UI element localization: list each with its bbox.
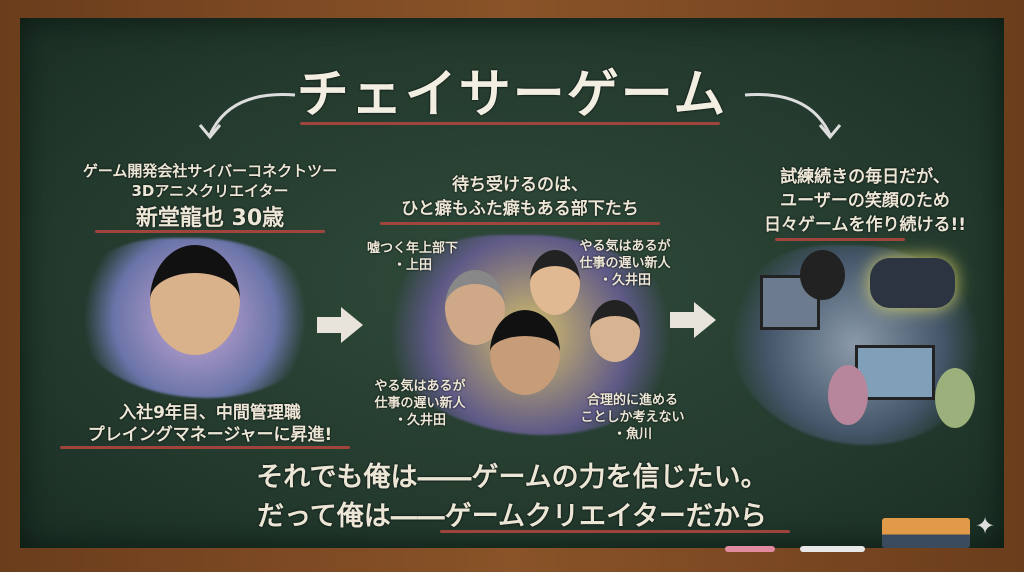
- shindo-figure: [490, 310, 560, 395]
- label-text: やる気はあるが: [579, 239, 671, 254]
- role-line: 3Dアニメクリエイター: [131, 182, 289, 200]
- title: チェイサーゲーム: [296, 64, 728, 125]
- name-underline: [95, 230, 325, 233]
- developer-figure: [800, 250, 845, 300]
- child-boy-figure: [935, 368, 975, 428]
- kuida-figure: [530, 250, 580, 315]
- label-kuida-bottom: やる気はあるが仕事の遅い新人・久井田: [365, 378, 475, 429]
- white-chalk: [800, 546, 865, 552]
- label-text: ・久井田: [393, 413, 446, 428]
- right-line-2: ユーザーの笑顔のため: [780, 191, 950, 211]
- bottom-line-1: 入社9年目、中間管理職: [119, 403, 301, 423]
- label-text: ことしか考えない: [580, 410, 685, 425]
- uokawa-figure: [590, 300, 640, 362]
- company-line: ゲーム開発会社サイバーコネクトツー: [82, 162, 338, 180]
- label-text: 仕事の遅い新人: [374, 396, 466, 411]
- chalk-eraser: [882, 518, 970, 548]
- bottom-line-2: プレイングマネージャーに昇進!: [87, 425, 333, 445]
- label-uokawa: 合理的に進めることしか考えない・魚川: [575, 392, 690, 443]
- closing-line-2: だって俺は――ゲームクリエイターだから: [257, 501, 767, 532]
- right-line-1: 試練続きの毎日だが、: [780, 167, 950, 187]
- closing-line-1: それでも俺は――ゲームの力を信じたい。: [256, 462, 768, 493]
- promotion-underline: [60, 446, 350, 449]
- right-line-3: 日々ゲームを作り続ける!!: [764, 215, 966, 235]
- tv-illustration: [855, 345, 935, 400]
- label-ueda: 嘘つく年上部下・上田: [360, 240, 465, 274]
- middle-underline: [380, 222, 660, 225]
- title-underline: [300, 122, 720, 125]
- curved-arrow-right-icon: [744, 93, 842, 140]
- protagonist-face: [150, 245, 240, 355]
- label-text: ・久井田: [598, 273, 651, 288]
- child-girl-figure: [828, 365, 868, 425]
- middle-line-2: ひと癖もふた癖もある部下たち: [401, 199, 639, 219]
- label-kuida-top: やる気はあるが仕事の遅い新人・久井田: [570, 238, 680, 289]
- label-text: 嘘つく年上部下: [366, 241, 458, 256]
- middle-line-1: 待ち受けるのは、: [452, 175, 588, 195]
- game-controller-icon: [870, 258, 955, 308]
- arrow-right-icon: [317, 307, 363, 343]
- sparkle-icon: ✦: [975, 512, 996, 540]
- label-text: 合理的に進める: [586, 393, 678, 408]
- label-text: ・上田: [392, 258, 432, 273]
- curved-arrow-left-icon: [198, 93, 296, 140]
- label-text: 仕事の遅い新人: [579, 256, 671, 271]
- label-text: やる気はあるが: [374, 379, 466, 394]
- closing-underline: [440, 530, 790, 533]
- arrow-right-icon: [670, 302, 716, 338]
- label-text: ・魚川: [612, 427, 652, 442]
- right-underline: [775, 238, 905, 241]
- character-name: 新堂龍也 30歳: [135, 206, 285, 231]
- pink-chalk: [725, 546, 775, 552]
